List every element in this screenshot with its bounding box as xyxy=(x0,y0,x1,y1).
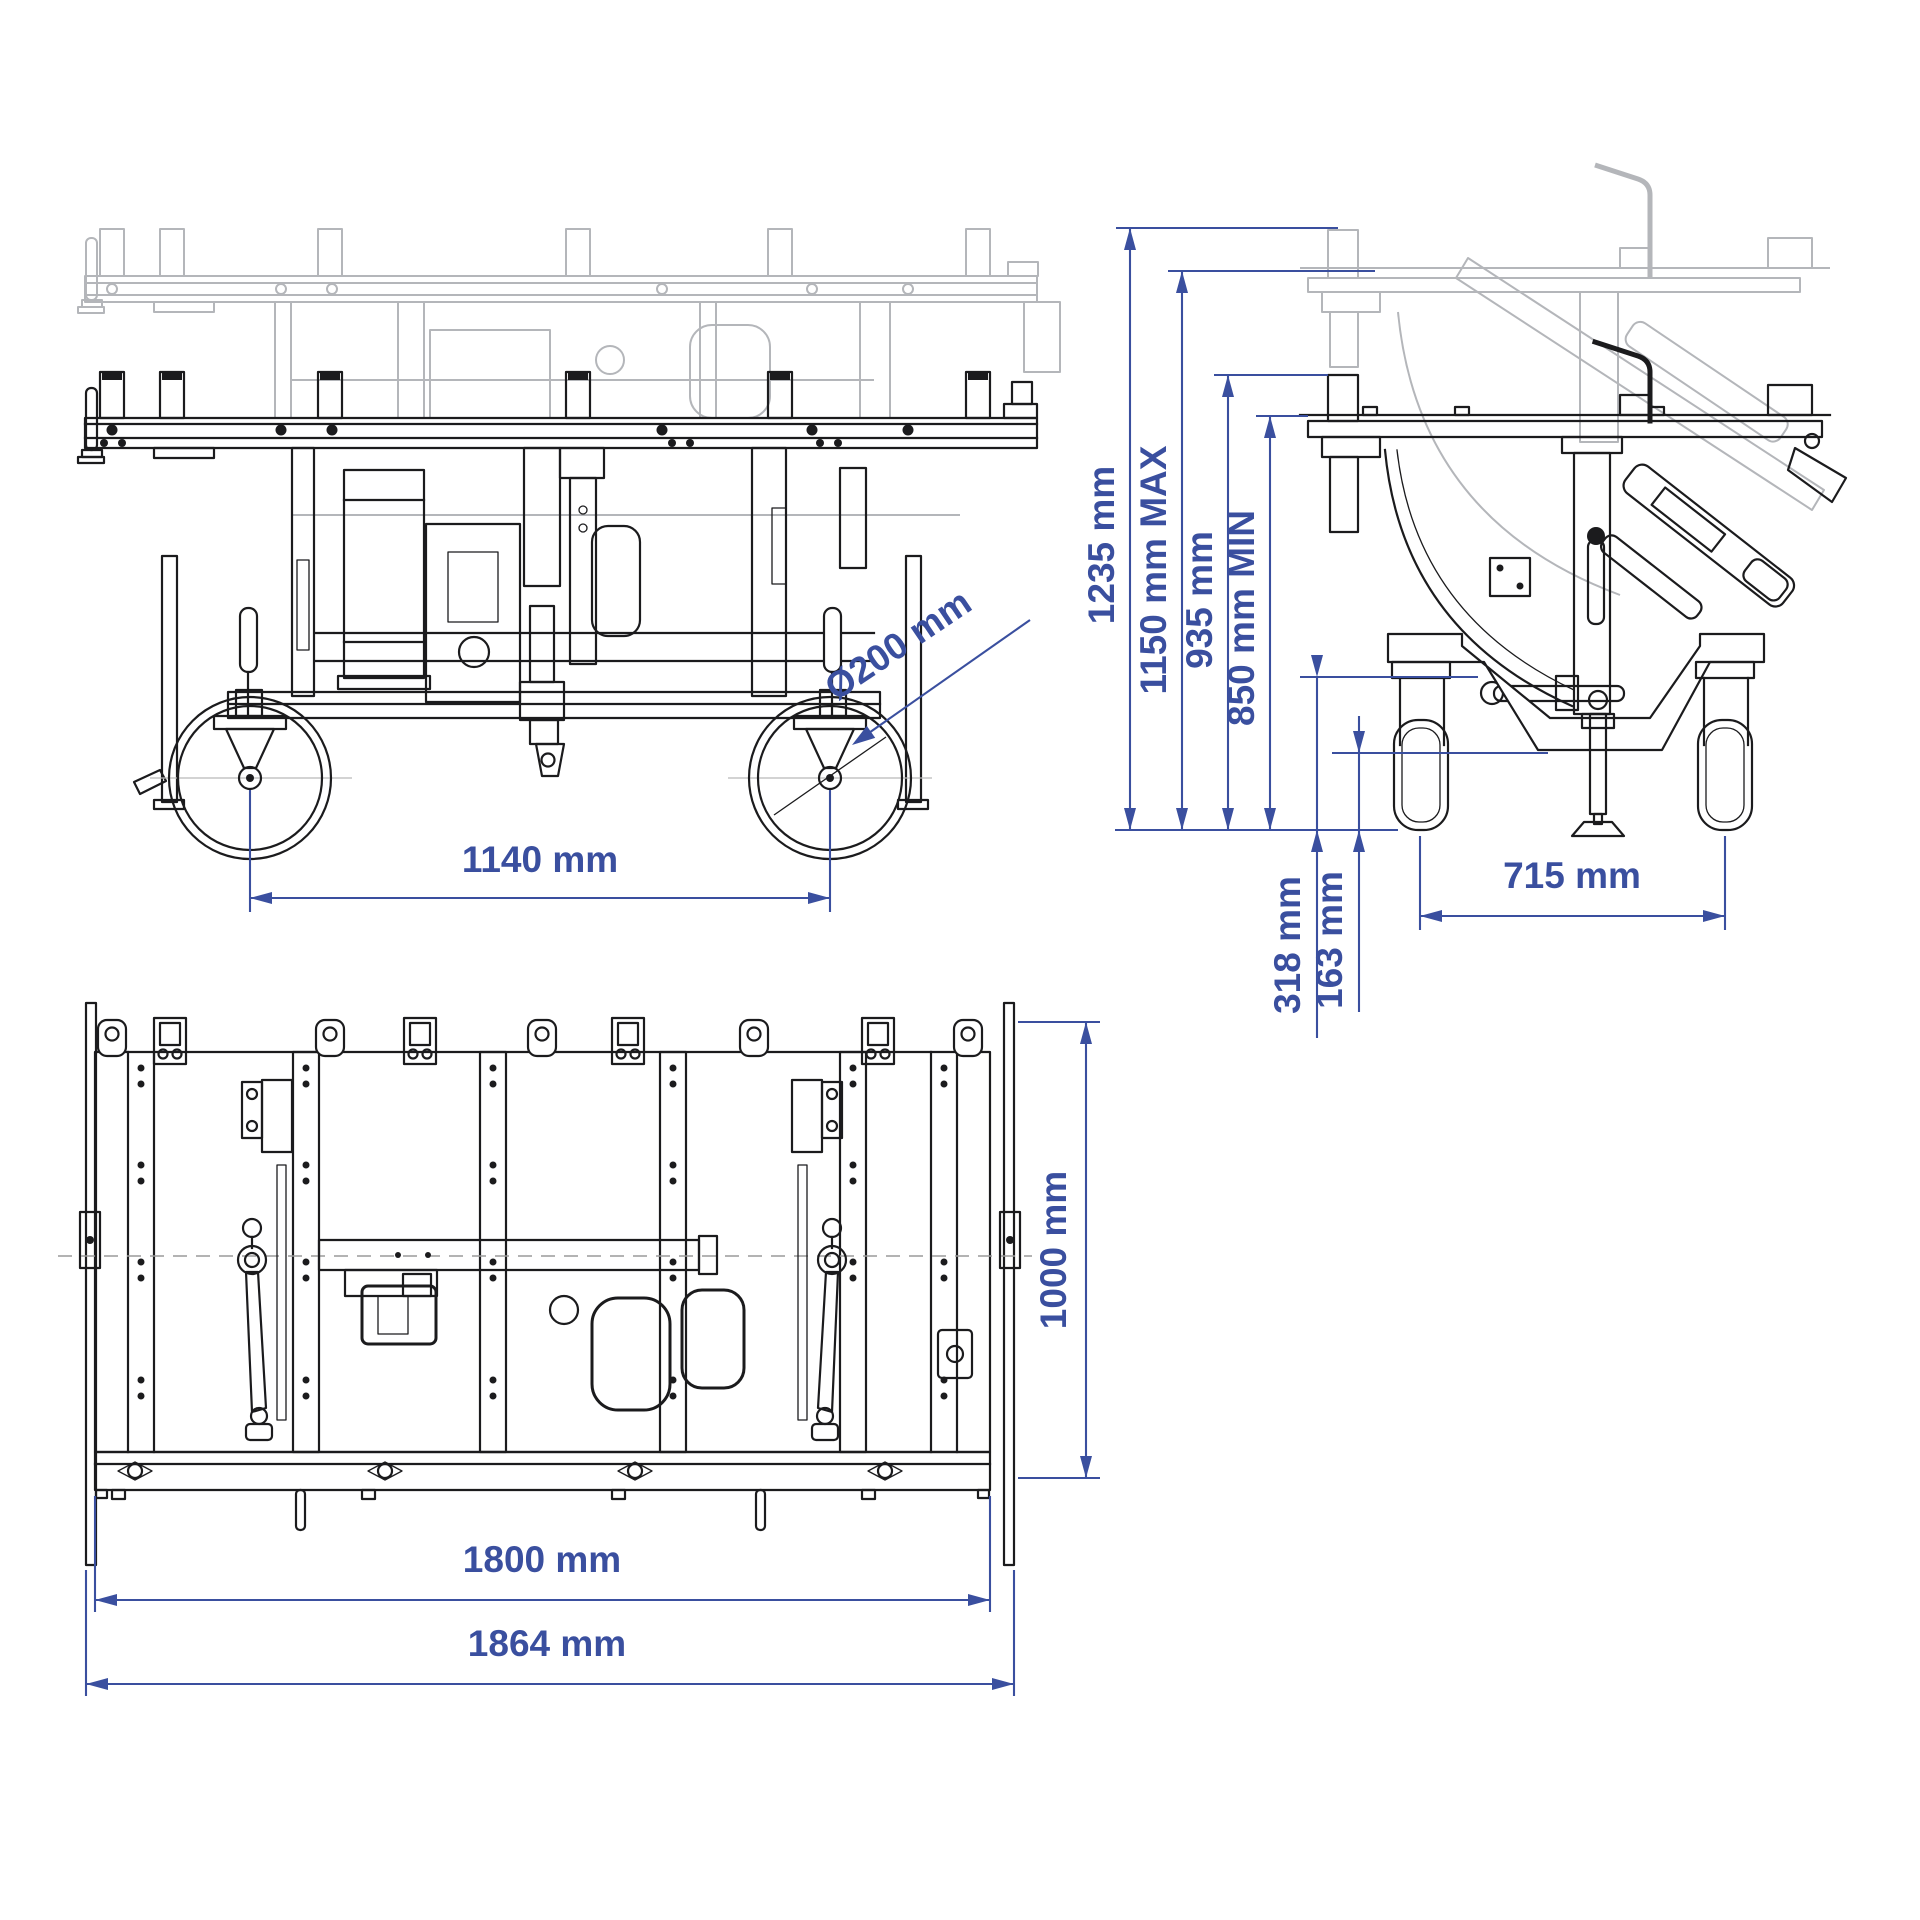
dim-wheel-track: 715 mm xyxy=(1418,836,1727,930)
plan-center-beam xyxy=(317,1238,701,1272)
dim-base-height-label: 318 mm xyxy=(1267,876,1308,1014)
side-release-bar xyxy=(1492,684,1626,703)
front-hydraulic-tank xyxy=(590,524,642,638)
plan-side-rails xyxy=(78,1001,1022,1567)
side-tow-handle xyxy=(1591,338,1653,424)
front-rail-bolts xyxy=(100,372,988,447)
dim-wheelbase: 1140 mm xyxy=(248,790,832,912)
plan-right-rail xyxy=(1002,1001,1016,1567)
dim-frame-length-label: 1800 mm xyxy=(463,1539,621,1580)
dim-overall-height: 1235 mm xyxy=(1081,226,1338,830)
dim-overall-width-label: 1000 mm xyxy=(1033,1171,1074,1329)
front-machine-body xyxy=(152,446,930,811)
front-control-box xyxy=(424,522,522,704)
side-base xyxy=(1386,632,1766,838)
side-actuator xyxy=(1622,463,1796,608)
front-left-channel xyxy=(290,446,316,698)
plan-latch xyxy=(936,1328,974,1380)
dim-frame-length: 1800 mm xyxy=(93,1496,992,1612)
dim-platform-max: 1150 mm MAX xyxy=(1133,269,1375,830)
dim-overall-length-label: 1864 mm xyxy=(468,1623,626,1664)
dim-wheelbase-label: 1140 mm xyxy=(462,839,618,880)
dim-wheel-diameter: Ø200 mm xyxy=(817,581,1031,745)
plan-pump-block xyxy=(360,1284,438,1346)
dim-wheel-track-label: 715 mm xyxy=(1503,855,1641,896)
plan-tank-1 xyxy=(590,1296,672,1412)
plan-machinery xyxy=(236,1078,974,1442)
plan-bolt-dots xyxy=(137,1064,948,1400)
side-faded-raised-platform xyxy=(1300,162,1830,596)
plan-right-lever xyxy=(816,1270,840,1414)
front-platform xyxy=(76,370,1039,465)
dim-mid-height: 935 mm xyxy=(1179,373,1328,830)
side-jack-foot xyxy=(1570,820,1626,838)
front-left-leg xyxy=(160,554,179,804)
front-mast xyxy=(522,446,562,588)
dim-platform-max-label: 1150 mm MAX xyxy=(1133,445,1174,694)
plan-top-fittings xyxy=(96,1016,984,1066)
front-wheels xyxy=(150,695,932,861)
dim-overall-height-label: 1235 mm xyxy=(1081,466,1122,624)
side-right-wheel xyxy=(1696,718,1754,832)
front-right-channel xyxy=(750,446,788,698)
front-view-drawing: 1140 mm Ø200 mm xyxy=(76,228,1061,912)
plan-tank-2 xyxy=(680,1288,746,1390)
front-motor-block xyxy=(342,468,426,680)
side-left-wheel xyxy=(1392,718,1450,832)
front-right-leg xyxy=(904,554,923,804)
side-v-frame xyxy=(1386,632,1766,752)
dim-clearance: 163 mm xyxy=(1309,716,1365,1012)
dim-platform-min: 850 mm MIN xyxy=(1221,414,1308,830)
dim-platform-min-label: 850 mm MIN xyxy=(1221,510,1262,726)
side-lift-mechanism xyxy=(1383,435,1796,716)
plan-bottom-fittings xyxy=(94,1461,991,1532)
front-cylinder xyxy=(568,476,598,666)
front-left-brake-lever xyxy=(238,606,259,674)
side-view-drawing: 1235 mm 1150 mm MAX 935 mm 850 mm MIN xyxy=(1081,162,1848,1038)
dim-overall-width: 1000 mm xyxy=(1018,1020,1100,1480)
plan-frame xyxy=(93,1050,992,1492)
dim-base-height: 318 mm xyxy=(1267,655,1323,1038)
plan-bottom-rail xyxy=(93,1450,992,1492)
side-left-post xyxy=(1326,373,1360,423)
dim-clearance-label: 163 mm xyxy=(1309,871,1350,1009)
dim-overall-length: 1864 mm xyxy=(84,1570,1016,1696)
side-end-bumper xyxy=(1786,446,1848,504)
plan-view-drawing: 1800 mm 1864 mm 1000 mm xyxy=(58,1001,1100,1696)
plan-left-lever xyxy=(244,1270,268,1414)
dim-mid-height-label: 935 mm xyxy=(1179,531,1220,669)
side-tilt-arc xyxy=(1383,448,1574,708)
